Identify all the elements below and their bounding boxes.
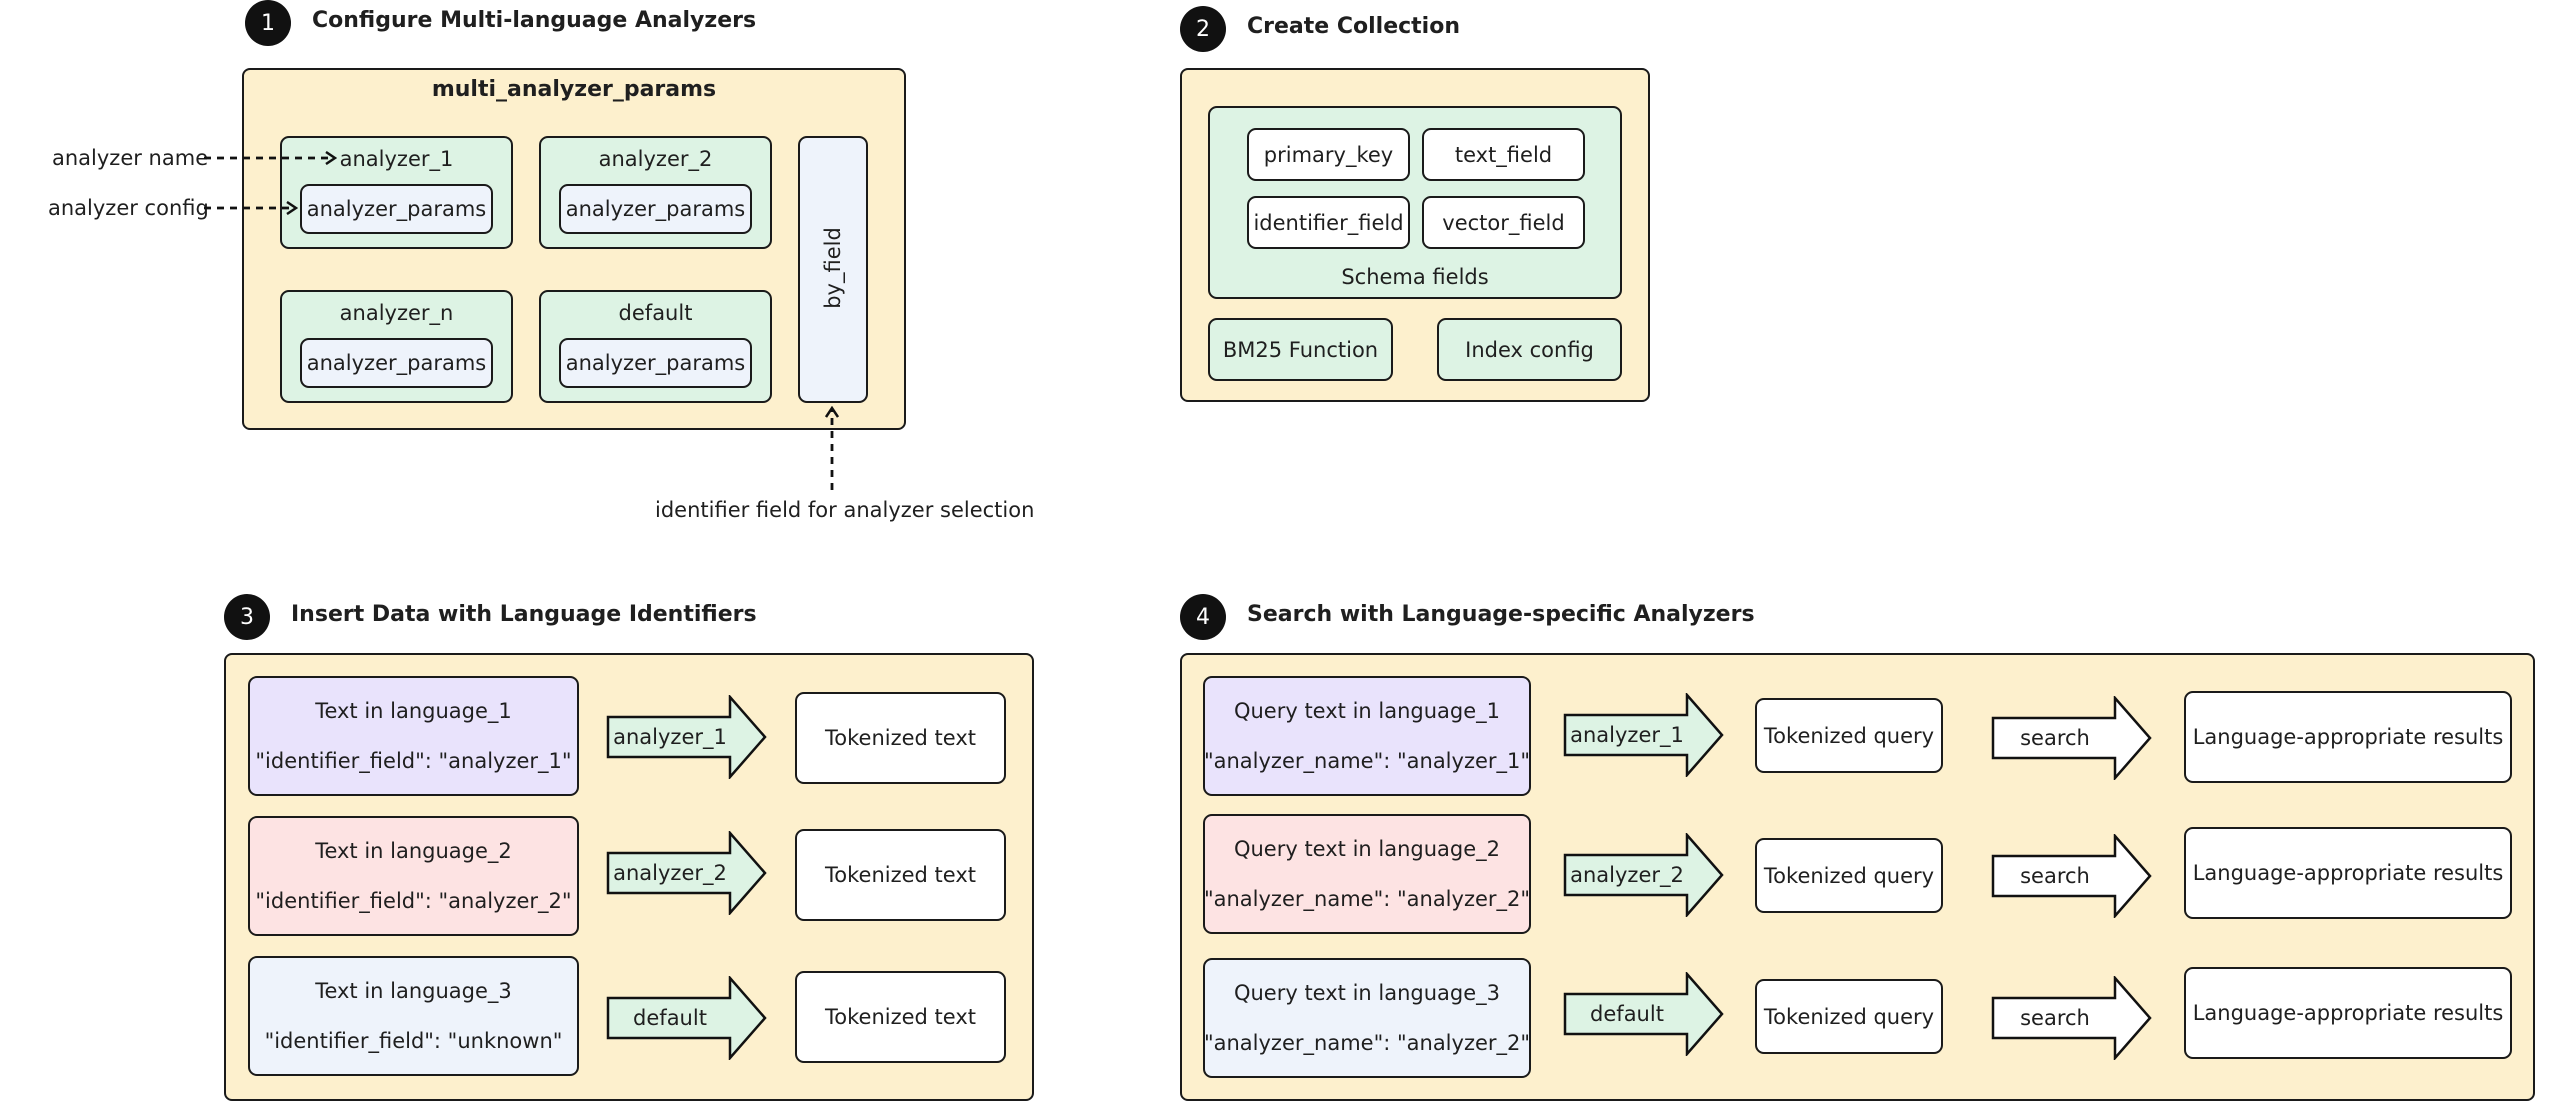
by-field-box [798, 136, 868, 403]
step-3-number-badge: 3 [224, 594, 270, 640]
tokenized-text-3: Tokenized text [795, 971, 1006, 1063]
insert-arrow-default: default [606, 976, 768, 1060]
query-3-text: Query text in language_3 [1233, 981, 1501, 1005]
query-1-text: Query text in language_1 [1233, 699, 1501, 723]
identifier-field-field: identifier_field [1247, 196, 1410, 249]
search-action-2-label: search [2020, 864, 2090, 888]
search-action-arrow-3: search [1991, 976, 2153, 1060]
tokenized-query-3: Tokenized query [1755, 979, 1943, 1054]
query-3-box: Query text in language_3 "analyzer_name"… [1203, 958, 1531, 1078]
results-1: Language-appropriate results [2184, 691, 2512, 783]
language-3-text: Text in language_3 [315, 979, 512, 1003]
insert-arrow-default-label: default [633, 1006, 707, 1030]
analyzer-2-name: analyzer_2 [598, 147, 713, 171]
search-arrow-analyzer-2: analyzer_2 [1563, 833, 1725, 917]
analyzer-name-annotation: analyzer name [52, 146, 209, 170]
insert-arrow-analyzer-2-label: analyzer_2 [613, 861, 727, 885]
step-4-title: Search with Language-specific Analyzers [1247, 602, 1755, 627]
step-4-number-badge: 4 [1180, 594, 1226, 640]
insert-arrow-analyzer-1: analyzer_1 [606, 695, 768, 779]
language-3-text-box: Text in language_3 "identifier_field": "… [248, 956, 579, 1076]
search-action-arrow-1: search [1991, 696, 2153, 780]
query-1-analyzer-name: "analyzer_name": "analyzer_1" [1203, 749, 1531, 773]
search-arrow-default: default [1563, 972, 1725, 1056]
step-3-title: Insert Data with Language Identifiers [291, 602, 757, 627]
language-2-text: Text in language_2 [315, 839, 512, 863]
step-1-number-badge: 1 [245, 0, 291, 46]
insert-arrow-analyzer-2: analyzer_2 [606, 831, 768, 915]
default-analyzer-params: analyzer_params [559, 338, 752, 388]
language-2-text-box: Text in language_2 "identifier_field": "… [248, 816, 579, 936]
language-3-identifier: "identifier_field": "unknown" [264, 1029, 563, 1053]
bm25-function-box: BM25 Function [1208, 318, 1393, 381]
multi-analyzer-params-label: multi_analyzer_params [431, 77, 717, 102]
default-analyzer-name: default [618, 301, 693, 325]
identifier-field-annotation: identifier field for analyzer selection [655, 498, 1035, 522]
search-action-3-label: search [2020, 1006, 2090, 1030]
analyzer-config-annotation: analyzer config [48, 196, 209, 220]
results-2: Language-appropriate results [2184, 827, 2512, 919]
tokenized-text-1: Tokenized text [795, 692, 1006, 784]
search-action-1-label: search [2020, 726, 2090, 750]
analyzer-1-name: analyzer_1 [339, 147, 454, 171]
language-2-identifier: "identifier_field": "analyzer_2" [255, 889, 572, 913]
query-3-analyzer-name: "analyzer_name": "analyzer_2" [1203, 1031, 1531, 1055]
query-2-analyzer-name: "analyzer_name": "analyzer_2" [1203, 887, 1531, 911]
step-1-title: Configure Multi-language Analyzers [312, 8, 757, 33]
query-2-text: Query text in language_2 [1233, 837, 1501, 861]
primary-key-field: primary_key [1247, 128, 1410, 181]
analyzer-n-params: analyzer_params [300, 338, 493, 388]
search-arrow-analyzer-1: analyzer_1 [1563, 693, 1725, 777]
search-action-arrow-2: search [1991, 834, 2153, 918]
search-arrow-default-label: default [1590, 1002, 1664, 1026]
tokenized-text-2: Tokenized text [795, 829, 1006, 921]
text-field-field: text_field [1422, 128, 1585, 181]
language-1-identifier: "identifier_field": "analyzer_1" [255, 749, 572, 773]
step-2-number-badge: 2 [1180, 6, 1226, 52]
schema-fields-label: Schema fields [1341, 265, 1489, 289]
search-arrow-analyzer-1-label: analyzer_1 [1570, 723, 1684, 747]
analyzer-n-name: analyzer_n [339, 301, 454, 325]
index-config-box: Index config [1437, 318, 1622, 381]
insert-arrow-analyzer-1-label: analyzer_1 [613, 725, 727, 749]
results-3: Language-appropriate results [2184, 967, 2512, 1059]
query-2-box: Query text in language_2 "analyzer_name"… [1203, 814, 1531, 934]
vector-field-field: vector_field [1422, 196, 1585, 249]
language-1-text-box: Text in language_1 "identifier_field": "… [248, 676, 579, 796]
search-arrow-analyzer-2-label: analyzer_2 [1570, 863, 1684, 887]
tokenized-query-2: Tokenized query [1755, 838, 1943, 913]
tokenized-query-1: Tokenized query [1755, 698, 1943, 773]
analyzer-2-params: analyzer_params [559, 184, 752, 234]
query-1-box: Query text in language_1 "analyzer_name"… [1203, 676, 1531, 796]
language-1-text: Text in language_1 [315, 699, 512, 723]
analyzer-1-params: analyzer_params [300, 184, 493, 234]
step-2-title: Create Collection [1247, 14, 1460, 39]
